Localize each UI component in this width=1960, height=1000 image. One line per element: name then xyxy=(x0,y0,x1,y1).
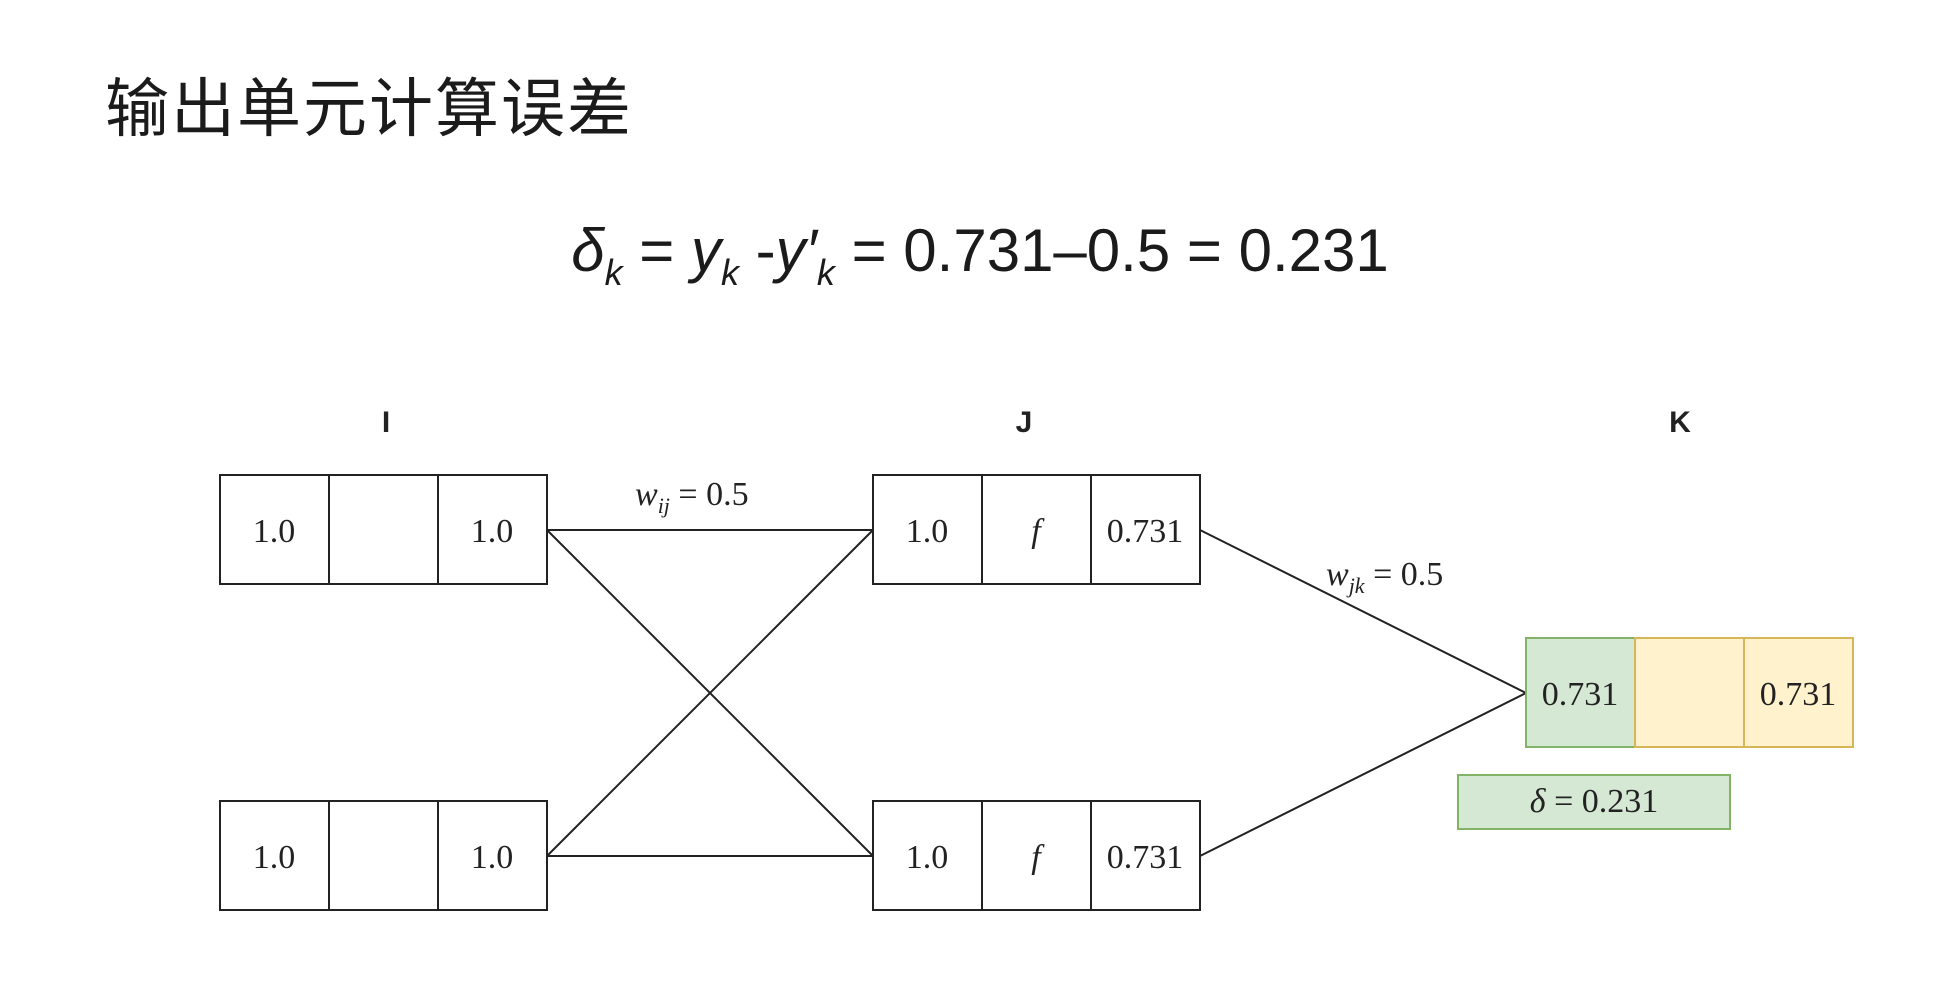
layer-i-label: I xyxy=(382,406,390,439)
edge-j2-k1 xyxy=(1199,692,1527,857)
node-j2-output: 0.731 xyxy=(1107,839,1184,876)
delta-box: δ = 0.231 xyxy=(1457,774,1731,830)
formula-minus: - xyxy=(739,217,776,284)
connections xyxy=(546,529,1527,857)
delta-box-text: δ = 0.231 xyxy=(1530,783,1659,820)
weight-label-ij-val: = 0.5 xyxy=(670,476,749,513)
formula-yprime-sub: k xyxy=(816,252,835,293)
node-i2: 1.0 1.0 xyxy=(219,800,548,911)
weight-label-ij-sub: ij xyxy=(658,493,670,518)
formula-y: y xyxy=(691,217,721,284)
weight-label-ij: wij = 0.5 xyxy=(635,476,749,518)
node-i1-input: 1.0 xyxy=(253,513,296,550)
node-j2-input: 1.0 xyxy=(906,839,949,876)
delta-box-value: = 0.231 xyxy=(1546,783,1659,820)
node-i1-output: 1.0 xyxy=(471,513,514,550)
error-formula: δk = yk -y′k = 0.731–0.5 = 0.231 xyxy=(0,216,1960,293)
weight-label-jk: wjk = 0.5 xyxy=(1326,556,1443,598)
node-k1: 0.731 0.731 xyxy=(1525,637,1854,748)
weight-label-ij-w: w xyxy=(635,476,658,513)
weight-label-jk-sub: jk xyxy=(1346,573,1366,598)
layer-k-label: K xyxy=(1669,406,1691,439)
edge-i2-j1 xyxy=(546,529,874,857)
layer-j-label: J xyxy=(1016,406,1033,439)
edge-j1-k1 xyxy=(1199,529,1527,694)
node-k1-input: 0.731 xyxy=(1542,676,1619,713)
delta-box-symbol: δ xyxy=(1530,783,1547,820)
formula-yprime: y′ xyxy=(775,217,817,284)
formula-rest: = 0.731–0.5 = 0.231 xyxy=(834,217,1389,284)
node-i1: 1.0 1.0 xyxy=(219,474,548,585)
node-j1: 1.0 f 0.731 xyxy=(872,474,1201,585)
formula-y-sub: k xyxy=(721,252,739,293)
formula-eq1: = xyxy=(622,217,691,284)
weight-label-jk-w: w xyxy=(1326,556,1349,593)
node-j2: 1.0 f 0.731 xyxy=(872,800,1201,911)
node-j1-output: 0.731 xyxy=(1107,513,1184,550)
node-k1-output: 0.731 xyxy=(1760,676,1837,713)
node-j1-input: 1.0 xyxy=(906,513,949,550)
formula-delta-sub: k xyxy=(604,252,623,293)
weight-label-jk-val: = 0.5 xyxy=(1365,556,1444,593)
formula-delta: δ xyxy=(571,217,605,284)
node-i2-input: 1.0 xyxy=(253,839,296,876)
node-i2-output: 1.0 xyxy=(471,839,514,876)
page-title: 输出单元计算误差 xyxy=(105,73,633,147)
